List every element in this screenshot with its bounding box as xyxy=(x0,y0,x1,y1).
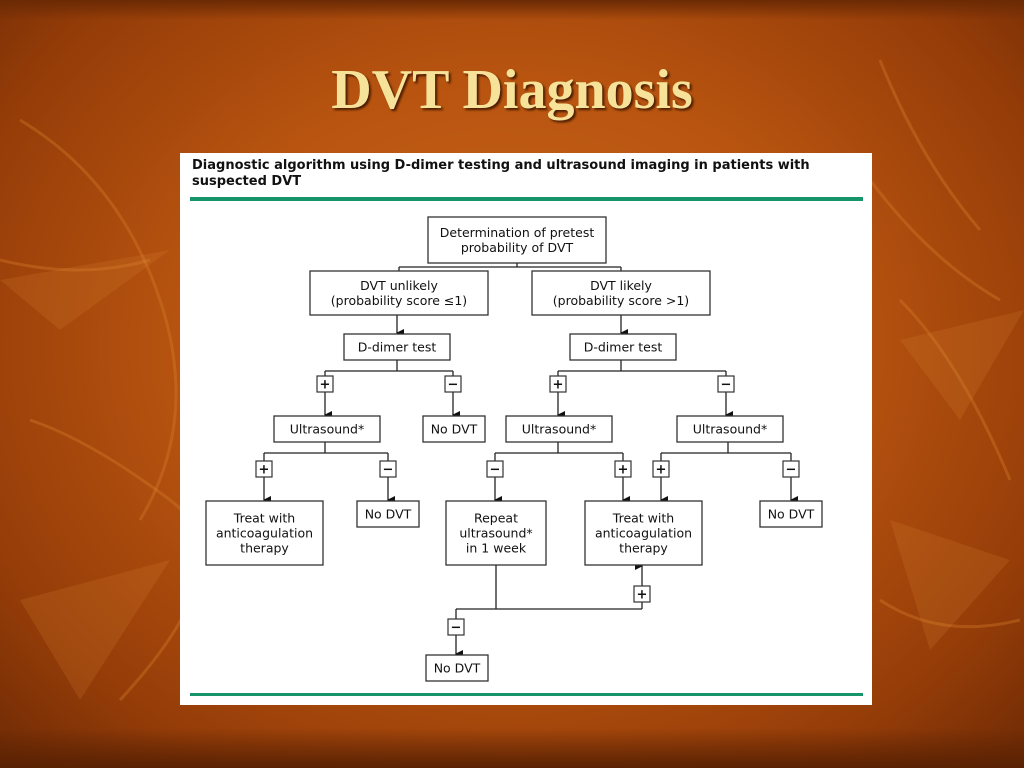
negative-sign: − xyxy=(717,375,735,393)
figure-panel: Diagnostic algorithm using D-dimer testi… xyxy=(180,153,872,705)
sign-label: − xyxy=(448,378,459,393)
node-ddimer-left: D-dimer test xyxy=(343,333,451,361)
node-label: Repeat xyxy=(474,511,518,526)
sign-box xyxy=(549,375,567,393)
sign-label: + xyxy=(320,378,331,393)
sign-box xyxy=(444,375,462,393)
node-label: Treat with xyxy=(612,511,674,526)
sign-box xyxy=(316,375,334,393)
positive-sign: + xyxy=(652,460,670,478)
node-label: in 1 week xyxy=(466,541,527,556)
node-label: anticoagulation xyxy=(216,526,313,541)
slide-title: DVT Diagnosis xyxy=(331,59,693,121)
sign-box xyxy=(614,460,632,478)
node-box xyxy=(356,500,420,528)
node-label: Determination of pretest xyxy=(440,225,595,240)
node-unlikely: DVT unlikely(probability score ≤1) xyxy=(309,270,489,316)
node-label: DVT likely xyxy=(590,278,652,293)
sign-box xyxy=(652,460,670,478)
node-label: Ultrasound* xyxy=(522,422,597,437)
sign-label: − xyxy=(451,621,462,636)
node-label: No DVT xyxy=(434,661,481,676)
node-box xyxy=(759,500,823,528)
sign-label: + xyxy=(618,463,629,478)
node-label: Ultrasound* xyxy=(290,422,365,437)
node-us-left: Ultrasound* xyxy=(273,415,381,443)
node-label: ultrasound* xyxy=(459,526,532,541)
node-us-right: Ultrasound* xyxy=(676,415,784,443)
node-nodvt-left-d: No DVT xyxy=(422,415,486,443)
sign-box xyxy=(782,460,800,478)
caption-divider xyxy=(190,197,863,201)
node-ddimer-right: D-dimer test xyxy=(569,333,677,361)
node-box xyxy=(505,415,613,443)
node-label: No DVT xyxy=(431,422,478,437)
bottom-divider xyxy=(190,693,863,696)
node-label: therapy xyxy=(619,541,668,556)
node-nodvt-bottom: No DVT xyxy=(425,654,489,682)
positive-sign: + xyxy=(614,460,632,478)
node-nodvt-left-us: No DVT xyxy=(356,500,420,528)
node-label: (probability score ≤1) xyxy=(331,293,467,308)
positive-sign: + xyxy=(549,375,567,393)
node-label: Treat with xyxy=(233,511,295,526)
sign-box xyxy=(379,460,397,478)
sign-label: − xyxy=(490,463,501,478)
positive-sign: + xyxy=(316,375,334,393)
node-label: (probability score >1) xyxy=(553,293,689,308)
node-label: D-dimer test xyxy=(584,340,663,355)
sign-label: − xyxy=(383,463,394,478)
node-label: DVT unlikely xyxy=(360,278,438,293)
node-box xyxy=(205,500,324,566)
sign-box xyxy=(486,460,504,478)
sign-box xyxy=(447,618,465,636)
node-box xyxy=(425,654,489,682)
sign-label: + xyxy=(637,588,648,603)
node-box xyxy=(584,500,703,566)
positive-sign: + xyxy=(255,460,273,478)
node-label: Ultrasound* xyxy=(693,422,768,437)
node-label: D-dimer test xyxy=(358,340,437,355)
node-us-mid: Ultrasound* xyxy=(505,415,613,443)
negative-sign: − xyxy=(379,460,397,478)
sign-label: + xyxy=(259,463,270,478)
sign-box xyxy=(633,585,651,603)
sign-label: − xyxy=(721,378,732,393)
sign-label: + xyxy=(553,378,564,393)
node-label: therapy xyxy=(240,541,289,556)
node-box xyxy=(273,415,381,443)
node-box xyxy=(676,415,784,443)
node-box xyxy=(422,415,486,443)
sign-box xyxy=(255,460,273,478)
node-box xyxy=(445,500,547,566)
node-box xyxy=(427,216,607,264)
negative-sign: − xyxy=(486,460,504,478)
node-label: No DVT xyxy=(768,507,815,522)
node-nodvt-right: No DVT xyxy=(759,500,823,528)
sign-box xyxy=(717,375,735,393)
top-shade xyxy=(0,0,1024,20)
figure-caption: Diagnostic algorithm using D-dimer testi… xyxy=(192,158,810,189)
bottom-shade xyxy=(0,728,1024,768)
node-label: No DVT xyxy=(365,507,412,522)
node-likely: DVT likely(probability score >1) xyxy=(531,270,711,316)
negative-sign: − xyxy=(444,375,462,393)
positive-sign: + xyxy=(633,585,651,603)
node-label: probability of DVT xyxy=(461,240,574,255)
node-box xyxy=(569,333,677,361)
node-label: anticoagulation xyxy=(595,526,692,541)
node-box xyxy=(531,270,711,316)
sign-label: + xyxy=(656,463,667,478)
negative-sign: − xyxy=(447,618,465,636)
node-box xyxy=(343,333,451,361)
sign-label: − xyxy=(786,463,797,478)
negative-sign: − xyxy=(782,460,800,478)
node-box xyxy=(309,270,489,316)
